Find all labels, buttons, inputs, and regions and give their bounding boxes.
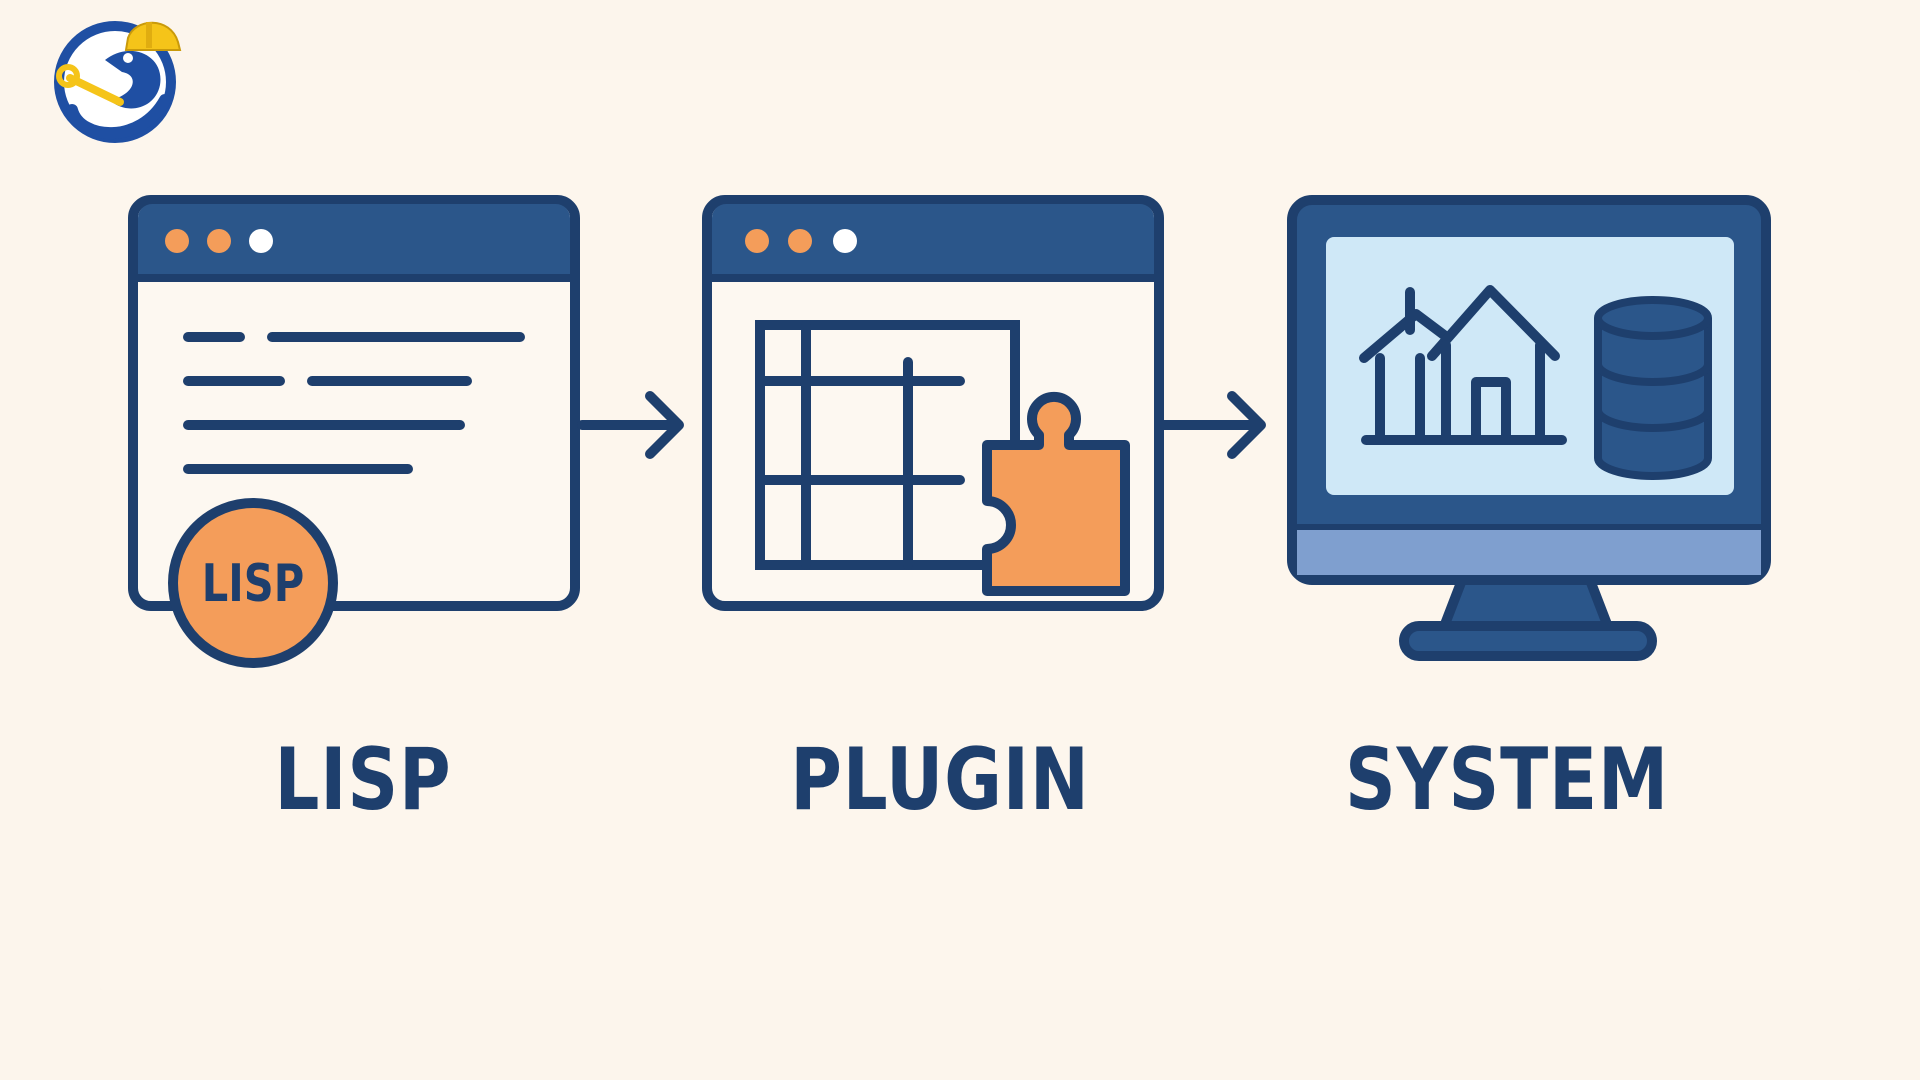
lisp-badge-label: LISP xyxy=(201,554,305,614)
house-icon xyxy=(1359,285,1567,445)
database-icon xyxy=(1594,296,1712,480)
window-dot-icon xyxy=(165,229,189,253)
puzzle-piece-icon xyxy=(982,391,1130,596)
window-dot-icon xyxy=(207,229,231,253)
lisp-badge xyxy=(168,498,338,668)
stage-label-lisp: LISP xyxy=(274,730,452,830)
window-dot-icon xyxy=(788,229,812,253)
mascot-hardhat-wrench-logo xyxy=(54,21,182,143)
grid-window-with-puzzle-icon xyxy=(702,195,1164,611)
window-dot-icon xyxy=(833,229,857,253)
code-lines xyxy=(183,332,525,474)
stage-label-system: SYSTEM xyxy=(1344,730,1670,830)
monitor-house-database-icon xyxy=(1287,195,1771,661)
arrow-right-icon xyxy=(1159,391,1266,459)
window-dot-icon xyxy=(249,229,273,253)
window-dot-icon xyxy=(745,229,769,253)
table-grid xyxy=(755,320,1020,570)
arrow-right-icon xyxy=(577,391,684,459)
stage-label-plugin: PLUGIN xyxy=(790,730,1090,830)
